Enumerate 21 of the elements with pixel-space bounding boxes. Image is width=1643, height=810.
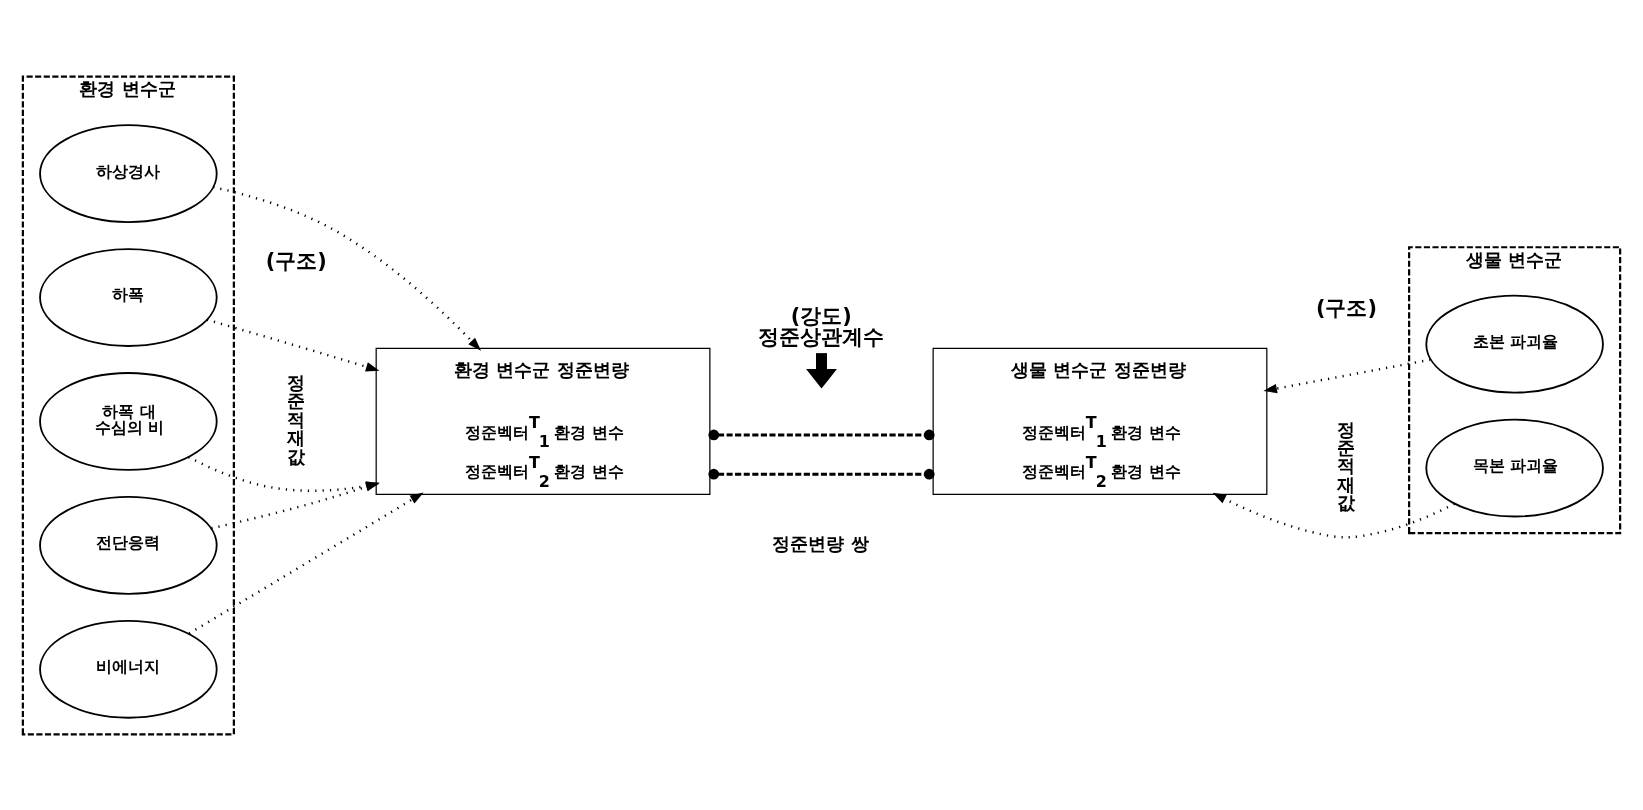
label: (구조)	[1315, 295, 1377, 320]
node-ellipse: 하폭 대 수심의 비	[39, 371, 218, 471]
arrow	[1263, 358, 1431, 393]
label: 정준적재값	[286, 371, 305, 467]
node-ellipse: 초본 파괴율	[1425, 294, 1604, 394]
connector	[708, 468, 935, 480]
connector	[708, 429, 935, 440]
node-ellipse: 비에너지	[39, 619, 218, 719]
label: 정준적재값	[1336, 418, 1355, 513]
arrow	[206, 318, 380, 371]
node-text: (강도) 정준상관계수	[757, 303, 884, 349]
node-ellipse: 목본 파괴율	[1425, 418, 1604, 517]
node-ellipse: 하상경사	[39, 123, 218, 223]
arrow	[1212, 492, 1455, 539]
arrow	[806, 352, 837, 389]
node-ellipse: 하폭	[39, 247, 218, 347]
label: 정준변량 쌍	[772, 532, 869, 554]
arrow	[188, 492, 424, 635]
label: (구조)	[265, 248, 327, 273]
node-ellipse: 전단응력	[39, 495, 218, 595]
arrow	[213, 185, 481, 351]
